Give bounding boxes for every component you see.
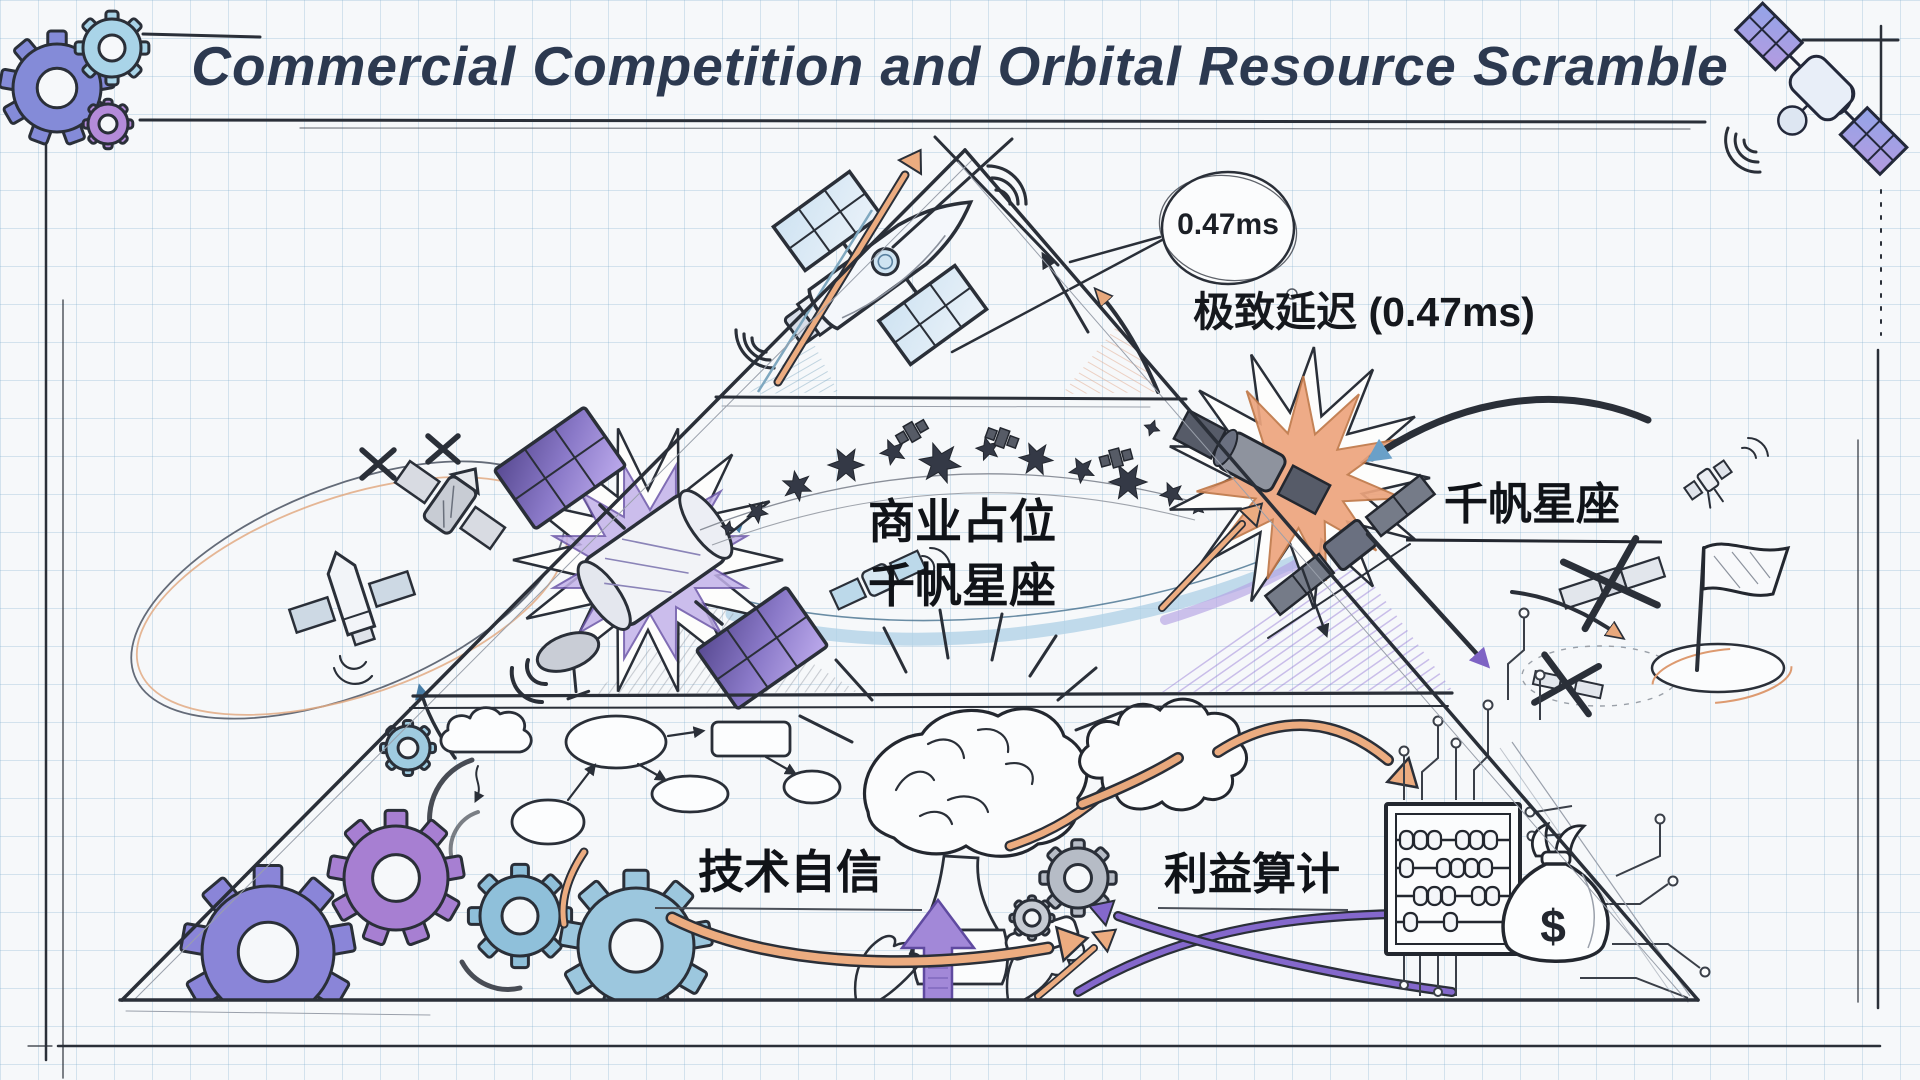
signal-waves-icon [509, 658, 548, 705]
tech-confidence-label: 技术自信 [698, 846, 882, 898]
signal-waves-icon [1724, 126, 1762, 174]
thought-cloud-icon [439, 706, 533, 754]
purple-satellite-panel-icon [493, 406, 627, 530]
brain-icon [862, 707, 1089, 858]
ascent-arrow [773, 148, 923, 387]
flow-arrow [636, 762, 668, 781]
corner-satellite-icon [1724, 1, 1909, 177]
dark-satellite-icon [1263, 473, 1437, 617]
x-satellite-icon [1558, 535, 1667, 633]
gear-icon [1038, 838, 1118, 918]
mini-satellite-icon [1682, 459, 1734, 509]
tech-underline [654, 907, 923, 911]
star-icon [1017, 442, 1055, 476]
gear-icon [179, 864, 357, 1001]
profit-calc-label: 利益算计 [1164, 850, 1340, 899]
star-icon [720, 520, 736, 536]
star-icon [878, 438, 906, 466]
latency-badge [1068, 170, 1298, 300]
gear-icon [73, 9, 151, 87]
signal-waves-icon [921, 546, 952, 571]
tiny-satellite-icon [894, 418, 930, 446]
bottom-tier: $ [179, 607, 1711, 1001]
flowchart [439, 706, 842, 846]
center-collision [493, 406, 829, 710]
dark-satellite-icon [1172, 408, 1332, 516]
orange-swoosh-arrows [558, 847, 1118, 1000]
signal-waves-icon [332, 654, 374, 685]
gear-icon [326, 808, 466, 946]
star-icon [1158, 481, 1184, 507]
pyramid-outline [118, 148, 1700, 1016]
profit-underline [1157, 907, 1349, 911]
left-orbit [130, 433, 746, 760]
flow-arrow [566, 763, 597, 802]
star-icon [781, 469, 813, 503]
header-gears [0, 9, 151, 151]
orbit-satellite-icon [393, 459, 507, 551]
signal-waves-icon [1741, 436, 1769, 459]
blue-arc-arrow [1366, 396, 1652, 463]
rocket-satellite-icon [770, 169, 990, 367]
purple-edge-arrow [1365, 531, 1491, 669]
gear-icon [0, 29, 116, 146]
star-icon [917, 441, 963, 485]
flow-rect [710, 720, 792, 758]
star-icon [826, 448, 866, 482]
tiny-satellite-icon [1098, 447, 1134, 469]
star-icon [1143, 419, 1161, 437]
brain-group [798, 608, 1124, 1001]
gear-icon [466, 862, 574, 970]
orbit-x-mark-icon [359, 433, 461, 481]
brain-folds [894, 728, 1034, 826]
abacus-icon [1384, 802, 1522, 956]
flow-ellipse [510, 798, 586, 846]
star-icon [1067, 457, 1095, 485]
flow-ellipse [650, 774, 730, 814]
flow-arrow [666, 726, 706, 739]
claim-line1: 商业占位 [868, 495, 1056, 548]
flow-arrow [474, 765, 485, 803]
callout-pointer [1267, 543, 1411, 639]
flow-ellipse [564, 714, 668, 770]
orange-claim-arrow [1510, 590, 1620, 636]
purple-satellite-body-icon [576, 489, 734, 631]
down-arrow [1300, 566, 1330, 638]
tiny-satellite-icon [984, 426, 1020, 450]
money-bag-icon: $ [1501, 821, 1610, 963]
frame-border [27, 24, 1900, 1079]
collision-arrow [1158, 502, 1264, 612]
star-icon [745, 501, 770, 525]
latency-caption: 极致延迟 (0.47ms) [1193, 289, 1535, 335]
gear-icon [1008, 894, 1056, 942]
dollar-sign: $ [1540, 900, 1566, 952]
right-collision [828, 346, 1437, 617]
orbital-slot-hole [1650, 642, 1786, 694]
flow-arrow [764, 755, 798, 775]
abacus-beads [1398, 829, 1501, 933]
profit-arrow [1212, 719, 1420, 789]
flow-ellipse [782, 769, 842, 805]
orbit-rocket-icon [287, 550, 417, 647]
star-icon [1107, 464, 1149, 500]
latency-badge-value: 0.47ms [1177, 208, 1279, 241]
claim-line2: 千帆星座 [868, 559, 1056, 612]
sketch-line [950, 238, 1164, 354]
gear-icon [81, 97, 135, 151]
claim-label: 商业占位 千帆星座 [852, 490, 1072, 618]
flag-icon [1695, 542, 1791, 672]
constellation-callout-label: 千帆星座 [1444, 480, 1620, 529]
orange-up-arrow [1098, 292, 1160, 394]
purple-satellite-panel-icon [695, 586, 829, 710]
page-title: Commercial Competition and Orbital Resou… [191, 35, 1729, 97]
blue-mini-satellite-icon [828, 549, 928, 611]
constellation-callout [1267, 396, 1663, 669]
callout-underline [1405, 538, 1663, 544]
